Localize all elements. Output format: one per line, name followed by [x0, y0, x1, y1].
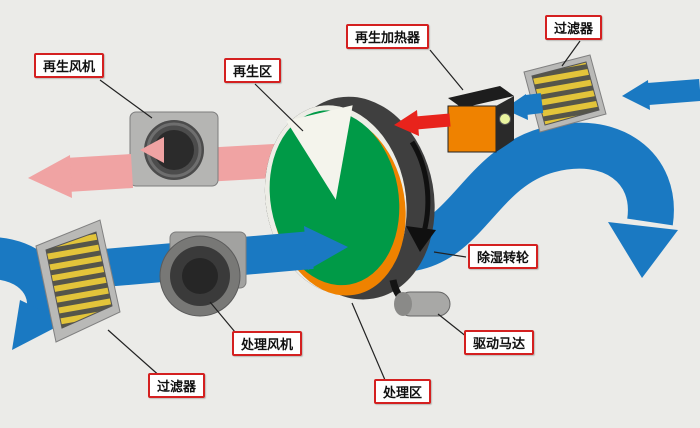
regen-sector-wedge [286, 105, 353, 200]
regen-air-inlet-arrow [622, 79, 700, 110]
heater-indicator-light [499, 113, 511, 125]
hot-air-arrowhead-icon [394, 110, 419, 136]
label-process-fan: 处理风机 [232, 331, 303, 356]
label-process-zone: 处理区 [374, 379, 432, 404]
motor-end-cap [394, 292, 412, 316]
filter-pleats [45, 231, 113, 329]
regen-heater-box [447, 86, 514, 153]
process-fan-unit [159, 231, 247, 317]
intake-arrowhead-icon [12, 300, 66, 350]
regen-fan-unit [129, 111, 219, 187]
label-wheel: 除湿转轮 [468, 244, 539, 269]
heater-top-face [448, 86, 514, 108]
desiccant-wheel [264, 96, 451, 317]
regen-filter [523, 54, 607, 133]
process-fan-hub [182, 258, 218, 294]
process-arrowhead-on-wheel-icon [304, 226, 348, 270]
label-regen-zone: 再生区 [224, 58, 282, 83]
process-filter [35, 219, 121, 343]
rotation-arrow [409, 140, 431, 233]
label-filter-top: 过滤器 [545, 15, 603, 40]
rotation-arrowhead-icon [406, 226, 436, 252]
inlet-arrowhead-icon [622, 80, 650, 110]
outlet-arrowhead-icon [608, 222, 678, 278]
label-drive-motor: 驱动马达 [464, 330, 535, 355]
hot-air-arrow [394, 110, 451, 136]
filter-to-heater-arrow [504, 93, 544, 120]
label-filter-bottom: 过滤器 [148, 373, 206, 398]
label-regen-fan: 再生风机 [34, 53, 105, 78]
heater-front-face [447, 105, 497, 153]
process-air-intake-arrow [0, 237, 70, 350]
regen-exhaust-arrow-front [28, 154, 134, 198]
label-regen-heater: 再生加热器 [346, 24, 430, 49]
mid-arrowhead-icon [504, 94, 528, 120]
process-air-outlet-arrow [406, 122, 678, 278]
fan-inner-arrowhead-icon [140, 137, 164, 163]
exhaust-arrowhead-icon [28, 155, 72, 198]
